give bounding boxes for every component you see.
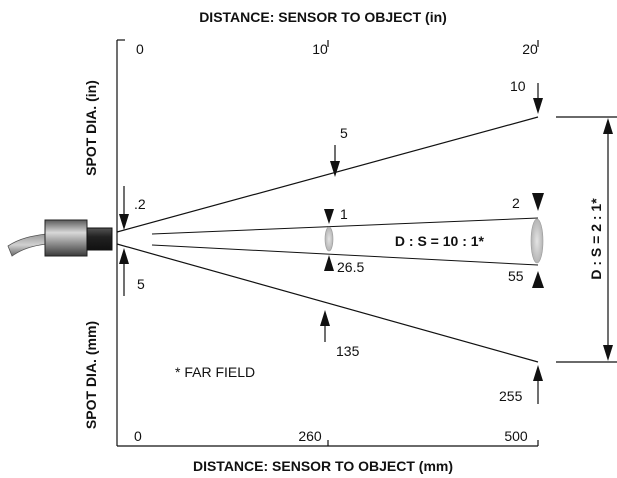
spot-mid — [324, 226, 334, 252]
wide-mid-top-arrowhead — [330, 161, 340, 177]
narrow-end-top-arrowhead — [532, 193, 544, 211]
wide-end-bottom-arrowhead — [533, 365, 543, 381]
tick-mm-500: 500 — [504, 428, 528, 444]
label-wide-mid-mm: 135 — [336, 343, 360, 359]
label-narrow-mid-mm: 26.5 — [337, 259, 364, 275]
dimension-bottom-arrowhead — [603, 345, 613, 361]
narrow-mid-top-arrowhead — [324, 209, 334, 224]
wide-beam-top — [116, 116, 539, 233]
wide-end-top-arrowhead — [533, 98, 543, 114]
label-wide-end-mm: 255 — [499, 388, 523, 404]
label-wide-mid-in: 5 — [340, 125, 348, 141]
label-origin-in: .2 — [134, 196, 146, 212]
narrow-beam-bottom — [151, 244, 539, 266]
ratio-wide-label: D : S = 2 : 1* — [588, 198, 604, 280]
label-narrow-mid-in: 1 — [340, 206, 348, 222]
footnote-far-field: * FAR FIELD — [175, 364, 255, 380]
label-narrow-end-in: 2 — [512, 195, 520, 211]
narrow-end-bottom-arrowhead — [532, 271, 544, 288]
sensor-cable — [7, 233, 47, 257]
tick-mm-0: 0 — [134, 428, 142, 444]
ratio-narrow-label: D : S = 10 : 1* — [395, 233, 485, 249]
bottom-axis-title: DISTANCE: SENSOR TO OBJECT (mm) — [193, 458, 453, 474]
tick-in-10: 10 — [312, 41, 328, 57]
sensor-body — [44, 219, 88, 257]
narrow-mid-bottom-arrowhead — [324, 255, 334, 271]
label-origin-mm: 5 — [137, 276, 145, 292]
sensor-lens — [86, 227, 113, 251]
y-label-inches: SPOT DIA. (in) — [83, 80, 99, 176]
ratio-wide-label-backdrop — [589, 188, 603, 288]
top-axis-title: DISTANCE: SENSOR TO OBJECT (in) — [199, 9, 447, 25]
dimension-top-arrowhead — [603, 118, 613, 134]
label-narrow-end-mm: 55 — [508, 268, 524, 284]
spot-end — [530, 218, 544, 264]
tick-in-20: 20 — [522, 41, 538, 57]
label-wide-end-in: 10 — [510, 78, 526, 94]
y-label-mm: SPOT DIA. (mm) — [83, 321, 99, 429]
wide-mid-bottom-arrowhead — [320, 310, 330, 326]
tick-mm-260: 260 — [298, 428, 322, 444]
tick-in-0: 0 — [136, 41, 144, 57]
origin-top-arrowhead — [119, 214, 129, 230]
narrow-beam-top — [151, 217, 539, 235]
origin-bottom-arrowhead — [119, 248, 129, 264]
wide-beam-bottom — [116, 243, 539, 363]
